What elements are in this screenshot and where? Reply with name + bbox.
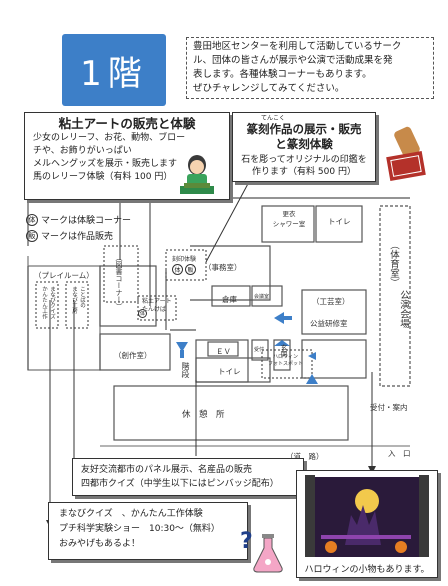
elevator: ＥＶ (216, 347, 231, 356)
question-flask-icon: ? (240, 529, 283, 573)
seal-sale-mark: 販 (185, 264, 196, 275)
clay-booth-mark: 体 (138, 300, 147, 319)
seal-carving-callout: てんこく 篆刻作品の展示・販売 と篆刻体験 石を彫ってオリジナルの印鑑を 作りま… (232, 112, 376, 182)
manabi-line-3: おみやげもあるよ！ (59, 539, 141, 549)
halloween-callout: ハロウィンの小物もあります。 (296, 470, 438, 578)
flask-icon (253, 537, 283, 573)
entrance-label: 入 口 (388, 449, 411, 458)
toilet-top: トイレ (328, 217, 351, 226)
road-label: （道 路） (286, 452, 324, 461)
halloween-photo-icon (305, 475, 429, 557)
intro-line-4: ぜひチャレンジしてみてください。 (193, 83, 345, 94)
counseling-room: 公益研修室 (310, 319, 348, 328)
manabi-line-1: まなびクイズ 、かんたん工作体験 (59, 509, 203, 519)
intro-line-3: 表します。各種体験コーナーもあります。 (193, 69, 372, 80)
entrance-hall: 玄関 (279, 344, 287, 357)
clay-line-3: メルヘングッズを展示・販売します (33, 159, 178, 169)
legend-experience-text: マークは体験コーナー (41, 216, 132, 226)
intro-description: 豊田地区センターを利用して活動しているサーク ル、団体の皆さんが展示や公演で活動… (186, 37, 434, 99)
halloween-spot: ハロウィン フォトスポット (268, 354, 304, 367)
library-corner: （図書コーナー） (115, 254, 123, 310)
clay-line-1: 少女のレリーフ、お花、動物、ブロー (33, 133, 186, 143)
manabi-line-2: プチ科学実験ショー 10:30～（無料） (59, 524, 220, 534)
halloween-caption: ハロウィンの小物もあります。 (304, 565, 430, 575)
seal-title-1: 篆刻作品の展示・販売 (246, 122, 362, 136)
gym-performance: 公演会場 (398, 290, 409, 328)
shower-room: 更衣 シャワー室 (272, 210, 306, 228)
clay-exp-mark: 体 (138, 309, 147, 318)
gym-room: （体育室） (388, 240, 399, 288)
legend-experience: 体 マークは体験コーナー (26, 213, 131, 226)
friend-line-2: 四都市クイズ（中学生以下にはピンバッジ配布） (81, 479, 279, 489)
office-room: （事務室） (204, 263, 242, 272)
clay-worker-icon (180, 155, 214, 194)
seal-line-2: 作ります（有料 500 円） (252, 167, 356, 177)
legend-sale-text: マークは作品販売 (41, 232, 114, 242)
seal-booth-marks: 体 販 (172, 264, 196, 275)
friend-line-1: 友好交流都市のパネル展示、名産品の販売 (81, 465, 253, 475)
intro-line-2: ル、団体の皆さんが展示や公演で活動成果を発 (193, 55, 393, 66)
seal-exp-mark: 体 (172, 264, 183, 275)
experience-mark: 体 (26, 213, 38, 226)
floor-label: 1階 (62, 34, 166, 106)
seal-line-1: 石を彫ってオリジナルの印鑑を (241, 155, 367, 165)
seal-ruby: てんこく (261, 115, 286, 122)
reception-small: 受付 (254, 347, 265, 353)
stairs: 階段 (181, 362, 190, 378)
seal-booth: 刻印体験 (172, 256, 197, 263)
question-mark-icon: ? (240, 529, 253, 554)
friendship-cities-callout: 友好交流都市のパネル展示、名産品の販売 四都市クイズ（中学生以下にはピンバッジ配… (72, 458, 304, 496)
clay-booth: 粘土アート たんけば (142, 298, 172, 313)
meeting-room: 会議室 (254, 294, 270, 300)
seal-stamp-icon (386, 126, 426, 181)
sale-mark: 販 (26, 229, 38, 242)
storage-room: 倉庫 (222, 295, 237, 304)
clay-art-title: 粘土アートの販売と体験 (58, 116, 196, 131)
intro-line-1: 豊田地区センターを利用して活動しているサーク (193, 41, 402, 52)
seal-title-2: と篆刻体験 (275, 137, 333, 151)
science-booth: まなびクイズ かんたん工作 (41, 286, 55, 319)
reception-info: 受付・案内 (370, 403, 408, 412)
clay-line-2: チや、お飾りがいっぱい (33, 146, 132, 156)
workshop-room: （工芸室） (312, 297, 350, 306)
learning-quiz-callout: まなびクイズ 、かんたん工作体験 プチ科学実験ショー 10:30～（無料） おみ… (48, 502, 248, 560)
toilet-bottom: トイレ (218, 367, 241, 376)
parent-booth: ことばの まなび工房 (71, 286, 85, 314)
clay-line-4: 馬のレリーフ体験（有料 100 円） (33, 172, 173, 182)
rest-area: 休 憩 所 (182, 410, 225, 420)
playroom: （プレイルーム） (34, 271, 94, 280)
craft-room: （創作室） (114, 351, 152, 360)
legend-sale: 販 マークは作品販売 (26, 229, 113, 242)
